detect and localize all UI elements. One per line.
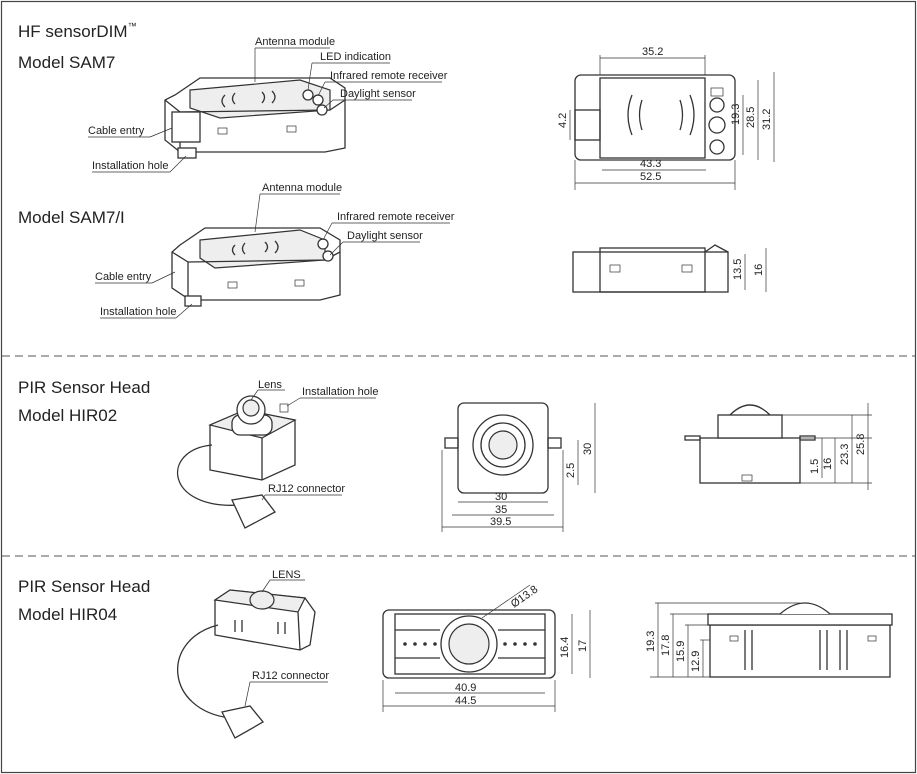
dim-side-2: 17.8: [660, 635, 672, 656]
label-rj12-connector: RJ12 connector: [252, 670, 329, 682]
dim-side-1: 1.5: [809, 459, 821, 474]
dim-height-full: 30: [582, 443, 594, 455]
hir04-device-illustration: [177, 589, 316, 739]
dim-side-1: 19.3: [645, 631, 657, 652]
model-name: Model SAM7: [18, 53, 115, 72]
model-name: Model HIR04: [18, 605, 117, 624]
label-installation-hole: Installation hole: [100, 306, 176, 318]
dim-height-1: 16.4: [559, 637, 571, 658]
label-led-indication: LED indication: [320, 51, 391, 63]
dim-width-2: 35: [495, 504, 507, 516]
label-daylight-sensor: Daylight sensor: [340, 88, 416, 100]
label-infrared-receiver: Infrared remote receiver: [337, 211, 455, 223]
dim-height-2: 28.5: [745, 107, 757, 128]
label-cable-entry: Cable entry: [88, 125, 145, 137]
model-name: Model HIR02: [18, 406, 117, 425]
dim-height-1: 13.5: [732, 259, 744, 280]
label-antenna-module: Antenna module: [255, 36, 335, 48]
dim-width-3: 39.5: [490, 516, 511, 528]
hir04-top-view: [382, 609, 556, 679]
dim-height-1: 19.3: [730, 104, 742, 125]
label-cable-entry: Cable entry: [95, 271, 152, 283]
dim-side-3: 15.9: [675, 641, 687, 662]
label-infrared-receiver: Infrared remote receiver: [330, 70, 448, 82]
dim-width-mid: 43.3: [640, 158, 661, 170]
section-title: HF sensorDIM™: [18, 21, 137, 41]
dim-side-4: 12.9: [690, 651, 702, 672]
dim-width-1: 40.9: [455, 682, 476, 694]
sam7-top-view: [574, 74, 736, 161]
dim-height-3: 31.2: [761, 109, 773, 130]
label-antenna-module: Antenna module: [262, 182, 342, 194]
dim-height-small: 2.5: [565, 463, 577, 478]
dim-height-2: 16: [753, 264, 765, 276]
hir02-device-illustration: [176, 395, 297, 529]
label-lens: LENS: [272, 569, 301, 581]
dim-height-2: 17: [577, 640, 589, 652]
hir02-side-view: [684, 404, 816, 484]
label-daylight-sensor: Daylight sensor: [347, 230, 423, 242]
dim-width-1: 30: [495, 491, 507, 503]
sam7i-side-view: [572, 244, 729, 293]
label-rj12-connector: RJ12 connector: [268, 483, 345, 495]
label-lens: Lens: [258, 379, 282, 391]
section-title: PIR Sensor Head: [18, 577, 150, 596]
sam7i-device-illustration: [171, 227, 341, 307]
hir04-side-view: [707, 602, 893, 678]
dim-height-side: 4.2: [557, 113, 569, 128]
dim-width-2: 44.5: [455, 695, 476, 707]
label-installation-hole: Installation hole: [302, 386, 378, 398]
dim-side-3: 23.3: [839, 444, 851, 465]
dim-side-4: 25.8: [855, 434, 867, 455]
model-name: Model SAM7/I: [18, 208, 125, 227]
sam7-device-illustration: [164, 77, 346, 159]
label-installation-hole: Installation hole: [92, 160, 168, 172]
dim-width-inner: 35.2: [642, 46, 663, 58]
hir02-top-view: [444, 402, 562, 494]
dim-side-2: 16: [822, 458, 834, 470]
section-title: PIR Sensor Head: [18, 378, 150, 397]
dim-diameter: Ø13.8: [509, 583, 540, 610]
dim-width-full: 52.5: [640, 171, 661, 183]
